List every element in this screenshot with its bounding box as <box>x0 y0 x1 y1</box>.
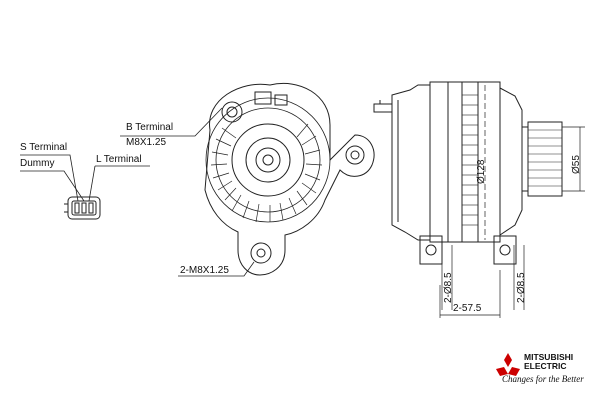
rear-view-leaders <box>120 107 255 277</box>
b-terminal-label: B Terminal <box>126 122 174 133</box>
dummy-label: Dummy <box>20 158 55 169</box>
right-hole-dimension: 2-Ø8.5 <box>516 272 527 303</box>
rear-view <box>204 83 375 276</box>
left-hole-dimension: 2-Ø8.5 <box>443 272 454 303</box>
mount-thread-label: 2-M8X1.25 <box>180 265 229 276</box>
mitsubishi-logo-icon <box>496 353 520 376</box>
dimension-lines <box>439 85 585 318</box>
mitsubishi-brand: MITSUBISHI ELECTRIC Changes for the Bett… <box>496 352 600 392</box>
brand-tagline: Changes for the Better <box>502 374 584 384</box>
brand-name-line1: MITSUBISHI <box>524 352 574 362</box>
length-dimension: 2-57.5 <box>453 303 482 314</box>
pulley-diameter-dimension: Ø55 <box>571 155 582 174</box>
l-terminal-label: L Terminal <box>96 154 142 165</box>
connector-leaders <box>20 154 150 202</box>
brand-name-line2: ELECTRIC <box>524 361 567 371</box>
connector-plug <box>64 196 101 220</box>
side-view <box>373 81 563 265</box>
s-terminal-label: S Terminal <box>20 142 68 153</box>
b-terminal-thread-label: M8X1.25 <box>126 137 167 148</box>
brand-name: MITSUBISHI ELECTRIC <box>524 353 573 371</box>
body-diameter-dimension: Ø128 <box>476 159 487 184</box>
